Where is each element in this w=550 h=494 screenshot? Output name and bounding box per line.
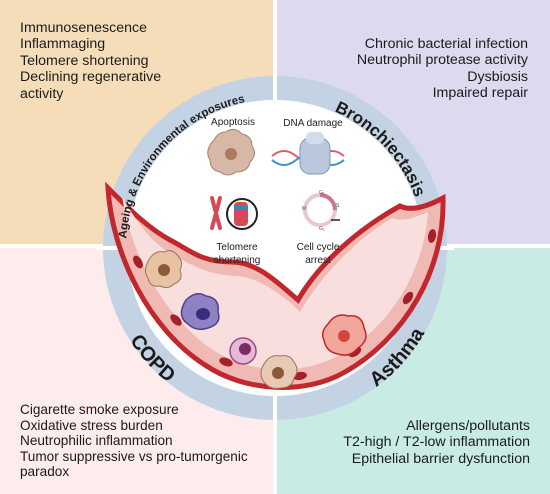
macrophage-cell-2 [260, 355, 298, 389]
ageing-feature-line: activity [20, 85, 64, 102]
asthma-features-text: Allergens/pollutants T2-high / T2-low in… [343, 418, 530, 467]
cell-cycle-phase-g1: G₁ [319, 190, 325, 196]
copd-feature-line: Cigarette smoke exposure [20, 402, 179, 417]
copd-features-text: Cigarette smoke exposure Oxidative stres… [20, 402, 248, 480]
ageing-feature-line: Telomere shortening [20, 52, 149, 69]
bronchiectasis-features-text: Chronic bacterial infection Neutrophil p… [357, 36, 528, 102]
macrophage-cell-1 [144, 250, 183, 289]
ageing-features-text: Immunosenescence Inflammaging Telomere s… [20, 20, 161, 102]
cell-cycle-phase-s: S [336, 203, 340, 209]
bronchiectasis-feature-line: Chronic bacterial infection [364, 36, 528, 52]
immune-cell-2 [229, 337, 257, 365]
bronchiectasis-feature-line: Neutrophil protease activity [356, 52, 528, 69]
bronchiectasis-feature-line: Dysbiosis [467, 68, 528, 85]
copd-feature-line: Tumor suppressive vs pro-tumorgenic [20, 448, 248, 464]
copd-feature-line: Neutrophilic inflammation [20, 433, 173, 449]
asthma-feature-line: Allergens/pollutants [406, 418, 530, 434]
cell-cycle-label-line1: Cell cycle [297, 242, 340, 253]
ageing-feature-line: Immunosenescence [20, 20, 147, 36]
ageing-feature-line: Declining regenerative [20, 69, 162, 86]
apoptosis-label: Apoptosis [211, 117, 255, 128]
neutrophil-cell-1 [180, 293, 220, 331]
dna-damage-icon [271, 132, 345, 175]
cell-cycle-label-line2: arrest [305, 255, 331, 266]
wall-nuclei [133, 229, 437, 381]
eosinophil-cell [321, 314, 367, 356]
telomere-label-line2: shortening [214, 255, 261, 266]
cell-cycle-phase-m: M [302, 206, 306, 212]
telomere-chromosome-icon [210, 196, 258, 230]
cell-cycle-phase-g2: G₂ [319, 226, 325, 232]
telomere-label-line1: Telomere [216, 242, 258, 253]
dna-damage-label: DNA damage [283, 118, 343, 129]
copd-feature-line: Oxidative stress burden [20, 417, 163, 433]
bronchiectasis-feature-line: Impaired repair [432, 85, 528, 102]
cell-cycle-icon: G₁ S G₂ M [302, 190, 340, 232]
asthma-feature-line: T2-high / T2-low inflammation [343, 434, 530, 451]
asthma-feature-line: Epithelial barrier dysfunction [351, 450, 530, 467]
apoptosis-cell-icon [207, 128, 256, 176]
copd-feature-line: paradox [20, 464, 70, 480]
ageing-feature-line: Inflammaging [20, 36, 106, 53]
